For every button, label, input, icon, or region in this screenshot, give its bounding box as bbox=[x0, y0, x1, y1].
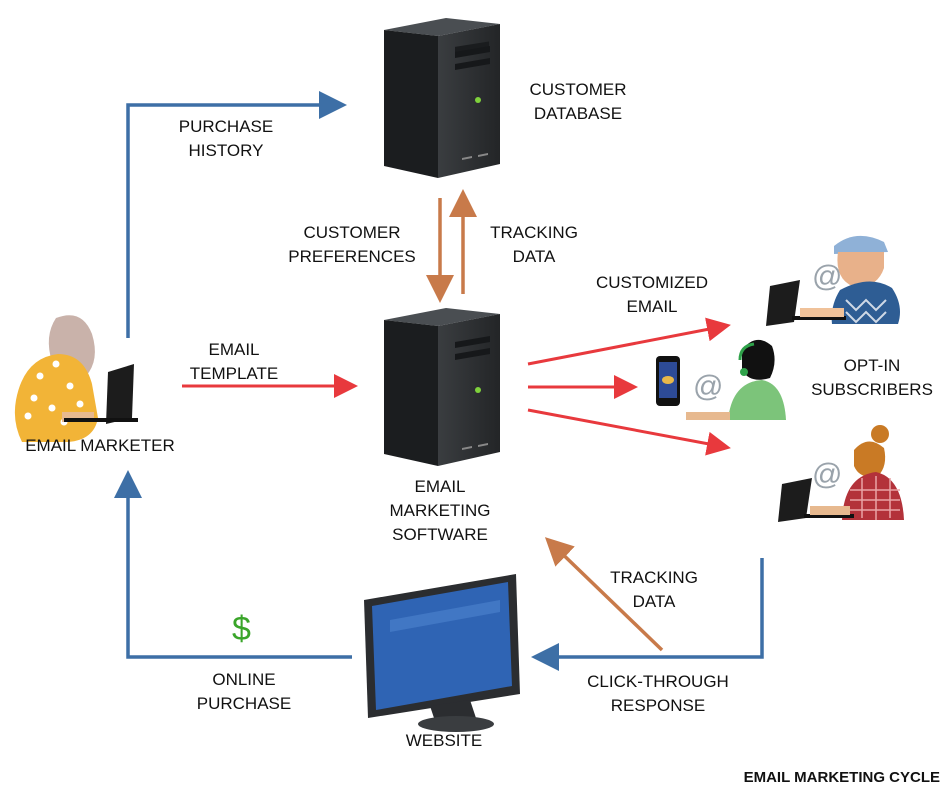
tracking-data-diagonal-arrow bbox=[544, 537, 664, 652]
website-label: WEBSITE bbox=[406, 731, 483, 750]
software-server-icon bbox=[384, 308, 500, 466]
subscribers-label-line1: OPT-IN bbox=[844, 356, 901, 375]
customer-preferences-label-line2: PREFERENCES bbox=[288, 247, 416, 266]
website-monitor-icon bbox=[364, 574, 520, 732]
tracking-data-top-label-line1: TRACKING bbox=[490, 223, 578, 242]
email-template-label-line2: TEMPLATE bbox=[190, 364, 278, 383]
customized-email-arrow-3 bbox=[527, 408, 731, 456]
email-marketer-label: EMAIL MARKETER bbox=[25, 436, 175, 455]
customer-preferences-label-line1: CUSTOMER bbox=[304, 223, 401, 242]
purchase-history-label-line2: HISTORY bbox=[189, 141, 264, 160]
subscribers-label-line2: SUBSCRIBERS bbox=[811, 380, 933, 399]
subscriber-headset-icon: @ bbox=[656, 339, 786, 420]
software-label-line2: MARKETING bbox=[389, 501, 490, 520]
diagram-title: EMAIL MARKETING CYCLE bbox=[744, 769, 940, 786]
tracking-data-bottom-label-line2: DATA bbox=[633, 592, 676, 611]
software-label-line3: SOFTWARE bbox=[392, 525, 488, 544]
customized-email-label-line2: EMAIL bbox=[626, 297, 677, 316]
online-purchase-label-line2: PURCHASE bbox=[197, 694, 291, 713]
click-through-arrow bbox=[531, 558, 764, 671]
database-label-line1: CUSTOMER bbox=[530, 80, 627, 99]
online-purchase-arrow bbox=[114, 470, 352, 659]
customized-email-label-line1: CUSTOMIZED bbox=[596, 273, 708, 292]
tracking-data-top-label-line2: DATA bbox=[513, 247, 556, 266]
at-symbol-1: @ bbox=[812, 260, 842, 293]
click-through-label-line1: CLICK-THROUGH bbox=[587, 672, 729, 691]
click-through-label-line2: RESPONSE bbox=[611, 696, 705, 715]
database-label-line2: DATABASE bbox=[534, 104, 622, 123]
tracking-data-bottom-label-line1: TRACKING bbox=[610, 568, 698, 587]
online-purchase-label-line1: ONLINE bbox=[212, 670, 275, 689]
software-label-line1: EMAIL bbox=[414, 477, 465, 496]
email-marketer-icon bbox=[14, 315, 138, 442]
dollar-sign-icon: $ bbox=[232, 610, 251, 648]
database-server-icon bbox=[384, 18, 500, 178]
purchase-history-arrow bbox=[126, 91, 347, 338]
subscriber-man-icon: @ bbox=[766, 235, 900, 326]
customized-email-arrow-1 bbox=[527, 317, 731, 366]
at-symbol-2: @ bbox=[693, 370, 723, 403]
email-template-label-line1: EMAIL bbox=[208, 340, 259, 359]
subscriber-woman-icon: @ bbox=[778, 425, 904, 522]
at-symbol-3: @ bbox=[812, 458, 842, 491]
purchase-history-label-line1: PURCHASE bbox=[179, 117, 273, 136]
